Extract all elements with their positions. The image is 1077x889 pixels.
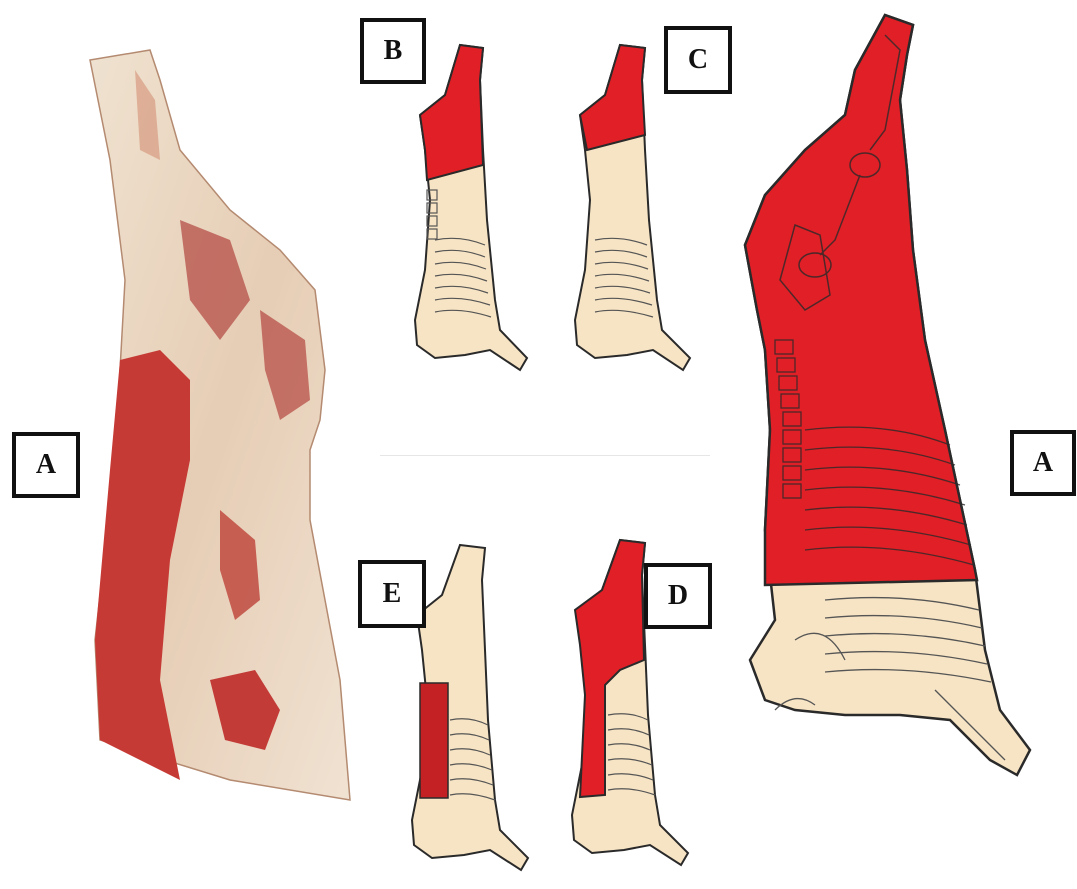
forequarter-photo [80, 40, 370, 820]
diagram-c-highlight [580, 45, 645, 150]
diagram-a-highlight [745, 15, 977, 585]
divider [380, 455, 710, 456]
label-a-photo: A [12, 432, 80, 498]
diagram-b [405, 40, 535, 380]
label-a-diagram: A [1010, 430, 1076, 496]
diagram-b-highlight [420, 45, 483, 180]
label-e: E [358, 560, 426, 628]
label-b: B [360, 18, 426, 84]
diagram-e-highlight [420, 683, 448, 798]
label-d: D [644, 563, 712, 629]
diagram-a-large [735, 10, 1035, 795]
label-c: C [664, 26, 732, 94]
